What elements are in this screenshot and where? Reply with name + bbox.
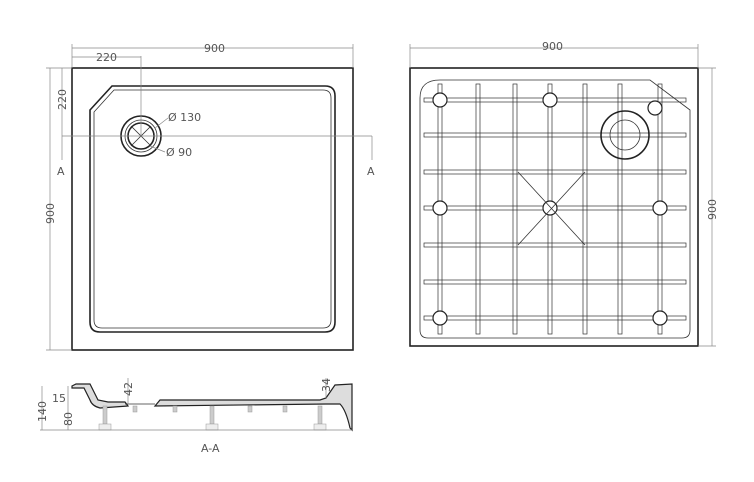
top-width-label: 900 bbox=[204, 42, 225, 55]
leg bbox=[247, 405, 253, 413]
leg-foot bbox=[205, 423, 219, 431]
leg bbox=[209, 405, 215, 425]
tray-basin bbox=[89, 85, 336, 333]
rib-vertical bbox=[582, 83, 588, 335]
top-view: 900 220 220 900 Ø 130 Ø 90 A A bbox=[44, 42, 375, 351]
support-boss bbox=[542, 92, 558, 108]
bottom-view: 900 900 bbox=[409, 40, 719, 347]
rib-horizontal bbox=[423, 279, 687, 285]
drain-offset-y-label: 220 bbox=[56, 89, 69, 110]
support-boss bbox=[652, 200, 668, 216]
leg-foot bbox=[313, 423, 327, 431]
leg bbox=[317, 405, 323, 425]
section-mark-left: A bbox=[57, 165, 65, 178]
support-boss bbox=[652, 310, 668, 326]
rib-horizontal bbox=[423, 242, 687, 248]
leg-foot bbox=[98, 423, 112, 431]
rim-label: 15 bbox=[52, 392, 66, 405]
top-height-label: 900 bbox=[44, 203, 57, 224]
tray-outline bbox=[71, 67, 354, 351]
support-boss bbox=[432, 200, 448, 216]
support-boss bbox=[432, 92, 448, 108]
inner-left-label: 42 bbox=[122, 382, 135, 396]
bottom-frame bbox=[419, 79, 691, 339]
rib-horizontal bbox=[423, 315, 687, 321]
leg bbox=[102, 405, 108, 425]
rib-vertical bbox=[512, 83, 518, 335]
support-boss bbox=[647, 100, 663, 116]
drain-bottom-outer bbox=[600, 110, 650, 160]
legs bbox=[98, 405, 327, 431]
inner-right-label: 34 bbox=[320, 378, 333, 392]
inner-diameter-label: Ø 90 bbox=[166, 146, 192, 159]
tray-basin-inner bbox=[93, 89, 332, 329]
leg-label: 80 bbox=[62, 412, 75, 426]
leg bbox=[172, 405, 178, 413]
section-title: A-A bbox=[201, 442, 220, 455]
bottom-width-label: 900 bbox=[542, 40, 563, 53]
rib-vertical bbox=[475, 83, 481, 335]
support-boss bbox=[432, 310, 448, 326]
section-mark-right: A bbox=[367, 165, 375, 178]
rib-horizontal bbox=[423, 132, 687, 138]
leg bbox=[132, 405, 138, 413]
support-boss bbox=[542, 200, 558, 216]
bottom-outline bbox=[409, 67, 699, 347]
rib-horizontal bbox=[423, 169, 687, 175]
section-view: 15 140 80 42 34 A-A bbox=[36, 378, 353, 455]
rib-vertical bbox=[617, 83, 623, 335]
drain-offset-x-label: 220 bbox=[96, 51, 117, 64]
drain-bottom-inner bbox=[609, 119, 641, 151]
bottom-height-label: 900 bbox=[706, 199, 719, 220]
total-height-label: 140 bbox=[36, 401, 49, 422]
outer-diameter-label: Ø 130 bbox=[168, 111, 201, 124]
rib-grid bbox=[423, 83, 687, 335]
leg bbox=[282, 405, 288, 413]
